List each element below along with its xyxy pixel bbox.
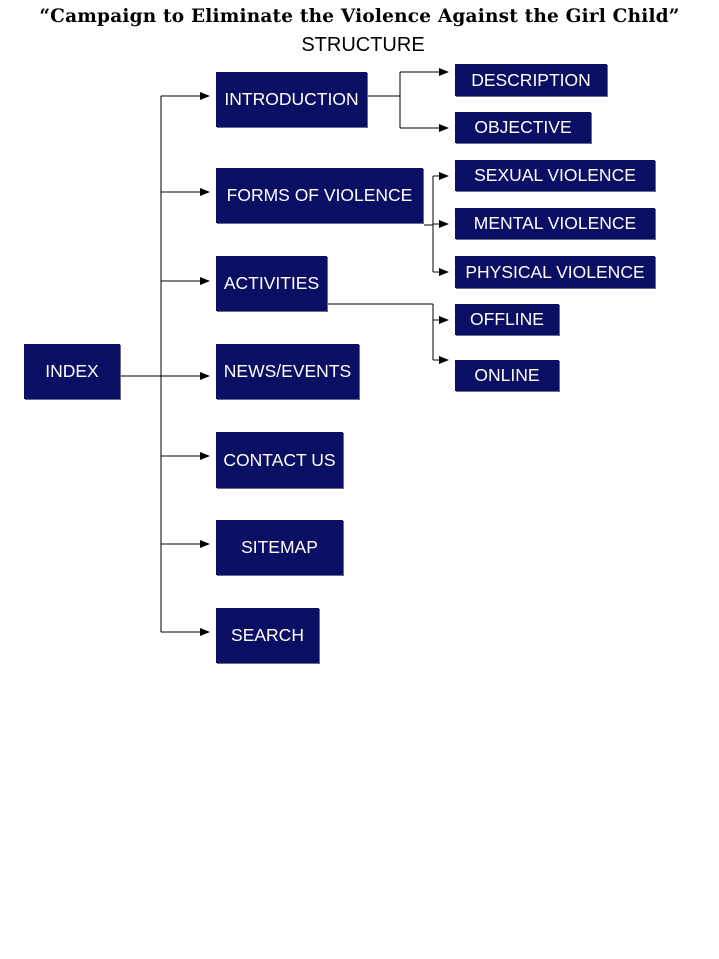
sitemap-node[interactable]: SITEMAP — [216, 520, 343, 575]
objective-label: OBJECTIVE — [474, 117, 572, 137]
search-node[interactable]: SEARCH — [216, 608, 319, 663]
online-node[interactable]: ONLINE — [455, 360, 559, 391]
activities-label: ACTIVITIES — [223, 273, 320, 293]
introduction-label: INTRODUCTION — [224, 89, 359, 109]
online-label: ONLINE — [474, 365, 540, 385]
contact-us-label: CONTACT US — [223, 449, 336, 470]
offline-node[interactable]: OFFLINE — [455, 304, 559, 335]
news-events-node[interactable]: NEWS/EVENTS — [216, 344, 359, 399]
description-node[interactable]: DESCRIPTION — [455, 64, 607, 96]
contact-us-node[interactable]: CONTACT US — [216, 432, 343, 488]
index-label: INDEX — [45, 361, 99, 381]
mental-violence-label: MENTAL VIOLENCE — [473, 213, 637, 233]
forms-of-violence-label: FORMS OF VIOLENCE — [226, 185, 413, 205]
news-events-label: NEWS/EVENTS — [223, 361, 352, 381]
diagram-subtitle: STRUCTURE — [301, 34, 425, 56]
sitemap-label: SITEMAP — [241, 537, 318, 557]
physical-violence-node[interactable]: PHYSICAL VIOLENCE — [455, 256, 655, 288]
search-label: SEARCH — [231, 625, 304, 645]
sexual-violence-label: SEXUAL VIOLENCE — [474, 165, 636, 185]
forms-of-violence-node[interactable]: FORMS OF VIOLENCE — [216, 168, 423, 223]
offline-label: OFFLINE — [470, 309, 544, 329]
introduction-node[interactable]: INTRODUCTION — [216, 72, 367, 127]
description-label: DESCRIPTION — [471, 69, 591, 90]
objective-node[interactable]: OBJECTIVE — [455, 112, 591, 143]
mental-violence-node[interactable]: MENTAL VIOLENCE — [455, 208, 655, 239]
activities-node[interactable]: ACTIVITIES — [216, 256, 327, 311]
sexual-violence-node[interactable]: SEXUAL VIOLENCE — [455, 160, 655, 191]
index-node[interactable]: INDEX — [24, 344, 120, 399]
physical-violence-label: PHYSICAL VIOLENCE — [465, 261, 645, 282]
diagram-title: “Campaign to Eliminate the Violence Agai… — [39, 6, 680, 27]
